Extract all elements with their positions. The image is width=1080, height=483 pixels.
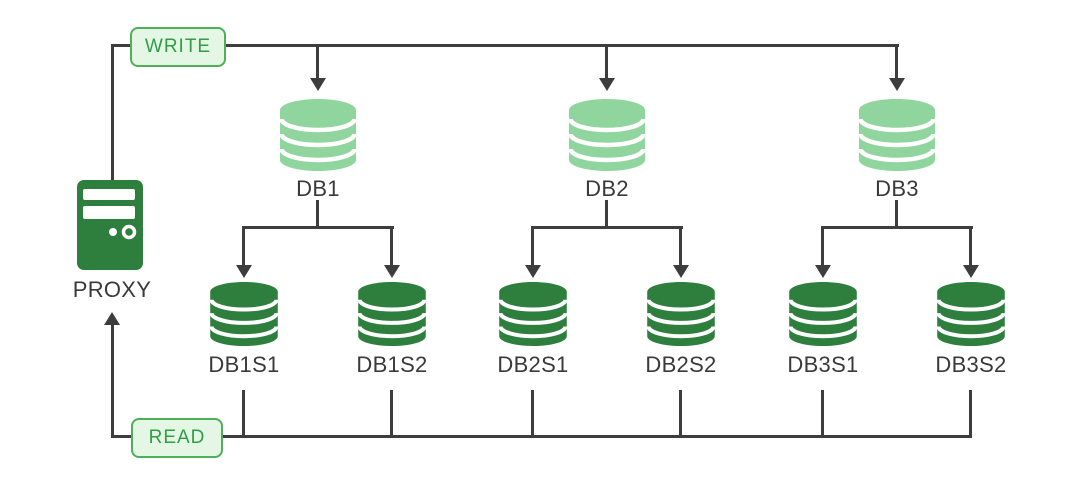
arrow-down-icon xyxy=(236,265,252,278)
replica-branch-line xyxy=(821,229,824,265)
write-badge: WRITE xyxy=(130,27,226,67)
replica-to-read-line xyxy=(390,390,393,438)
master-branch-stub-line xyxy=(316,200,319,229)
replica-branch-line xyxy=(679,229,682,265)
write-branch-line xyxy=(316,47,319,78)
arrow-up-icon xyxy=(104,312,120,325)
replica-db-label: DB2S1 xyxy=(497,352,569,377)
database-icon xyxy=(209,282,279,346)
database-icon xyxy=(498,282,568,346)
master-branch-line xyxy=(242,226,394,229)
server-icon xyxy=(77,180,143,270)
arrow-down-icon xyxy=(599,78,615,91)
read-to-proxy-line xyxy=(111,325,114,438)
proxy-label: PROXY xyxy=(72,277,152,302)
write-line xyxy=(111,44,899,47)
write-badge-label: WRITE xyxy=(144,36,212,57)
arrow-down-icon xyxy=(889,78,905,91)
replica-db-label: DB1S2 xyxy=(356,352,428,377)
replica-branch-line xyxy=(390,229,393,265)
replica-to-read-line xyxy=(821,390,824,438)
master-branch-stub-line xyxy=(895,200,898,229)
master-db-label: DB3 xyxy=(875,176,919,201)
replica-db-label: DB1S1 xyxy=(208,352,280,377)
replica-to-read-line xyxy=(679,390,682,438)
replica-branch-line xyxy=(969,229,972,265)
arrow-down-icon xyxy=(673,265,689,278)
master-db-label: DB1 xyxy=(296,176,340,201)
replica-branch-line xyxy=(531,229,534,265)
master-branch-stub-line xyxy=(605,200,608,229)
arrow-down-icon xyxy=(525,265,541,278)
database-icon xyxy=(788,282,858,346)
replica-db-label: DB3S1 xyxy=(787,352,859,377)
database-icon xyxy=(357,282,427,346)
replica-branch-line xyxy=(242,229,245,265)
master-db-label: DB2 xyxy=(585,176,629,201)
replica-db-label: DB2S2 xyxy=(645,352,717,377)
read-line xyxy=(111,435,972,438)
arrow-down-icon xyxy=(963,265,979,278)
write-branch-line xyxy=(895,47,898,78)
replica-to-read-line xyxy=(242,390,245,438)
database-icon xyxy=(859,99,935,171)
read-badge-label: READ xyxy=(148,427,206,448)
master-branch-line xyxy=(531,226,683,229)
proxy-to-write-line xyxy=(111,44,114,181)
database-icon xyxy=(569,99,645,171)
database-icon xyxy=(280,99,356,171)
database-icon xyxy=(936,282,1006,346)
database-icon xyxy=(646,282,716,346)
read-badge: READ xyxy=(131,418,223,458)
write-branch-line xyxy=(605,47,608,78)
master-branch-line xyxy=(821,226,973,229)
replica-db-label: DB3S2 xyxy=(935,352,1007,377)
arrow-down-icon xyxy=(384,265,400,278)
replica-to-read-line xyxy=(531,390,534,438)
replica-to-read-line xyxy=(969,390,972,438)
arrow-down-icon xyxy=(815,265,831,278)
arrow-down-icon xyxy=(310,78,326,91)
